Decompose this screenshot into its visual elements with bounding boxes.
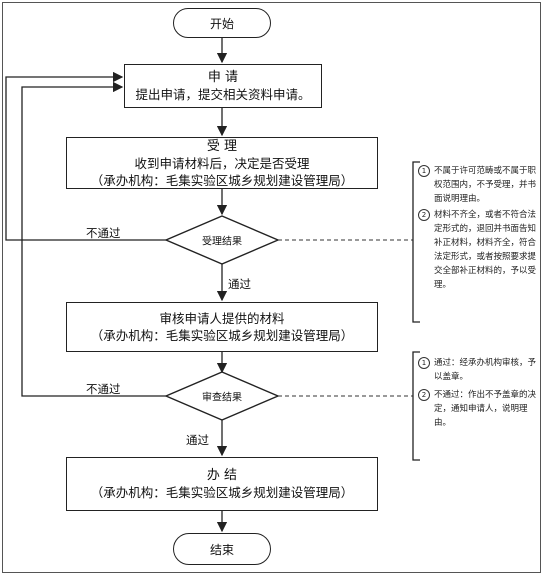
apply-text: 提出申请，提交相关资料申请。 (135, 87, 311, 102)
note2-num-2: 2 (418, 389, 430, 401)
start-label: 开始 (209, 16, 234, 31)
review-line2: （承办机构：毛集实验区城乡规划建设管理局） (90, 328, 354, 343)
accept-line1: 收到申请材料后，决定是否受理 (134, 155, 310, 171)
handle-title: 办 结 (206, 468, 238, 483)
note2-item-2: 2 不通过：作出不予盖章的决定，通知申请人，说明理由。 (418, 388, 536, 430)
handle-box: 办 结 （承办机构：毛集实验区城乡规划建设管理局） (66, 457, 378, 511)
note2-item-1: 1 通过：经承办机构审核，予以盖章。 (418, 356, 536, 384)
accept-line2: （承办机构：毛集实验区城乡规划建设管理局） (90, 172, 354, 188)
decision1-label: 受理结果 (202, 236, 242, 248)
note-review: 1 通过：经承办机构审核，予以盖章。 2 不通过：作出不予盖章的决定，通知申请人… (418, 356, 536, 430)
decision2-diamond (164, 371, 280, 421)
note2-num-1: 1 (418, 357, 430, 369)
edge-label-fail2: 不通过 (86, 382, 121, 396)
note1-item-2: 2 材料不齐全，或者不符合法定形式的，退回并书面告知补正材料，材料齐全，符合法定… (418, 208, 536, 292)
edge-label-pass1: 通过 (228, 277, 251, 291)
handle-line1: （承办机构：毛集实验区城乡规划建设管理局） (90, 485, 354, 500)
end-label: 结束 (209, 542, 234, 557)
review-box: 审核申请人提供的材料 （承办机构：毛集实验区城乡规划建设管理局） (66, 302, 378, 352)
end-terminal: 结束 (173, 533, 271, 565)
edge-decision1-fail (5, 71, 166, 241)
edge-label-pass2: 通过 (186, 433, 209, 447)
apply-title: 申 请 (207, 70, 239, 85)
edge-label-fail1: 不通过 (86, 226, 121, 240)
decision1-diamond (164, 215, 280, 265)
note1-text-1: 不属于许可范畴或不属于职权范围内，不予受理，并书面说明理由。 (434, 166, 537, 204)
note1-num-2: 2 (418, 209, 430, 221)
note1-item-1: 1 不属于许可范畴或不属于职权范围内，不予受理，并书面说明理由。 (418, 164, 536, 206)
edge-decision2-fail (21, 81, 166, 397)
note1-bracket (412, 161, 420, 323)
accept-box: 受 理 收到申请材料后，决定是否受理 （承办机构：毛集实验区城乡规划建设管理局） (66, 137, 378, 189)
accept-title: 受 理 (206, 138, 238, 154)
start-terminal: 开始 (173, 8, 271, 38)
outer-frame (2, 2, 541, 573)
note1-num-1: 1 (418, 165, 430, 177)
note1-text-2: 材料不齐全，或者不符合法定形式的，退回并书面告知补正材料，材料齐全，符合法定形式… (434, 210, 537, 290)
apply-box: 申 请 提出申请，提交相关资料申请。 (124, 64, 322, 108)
review-line1: 审核申请人提供的材料 (159, 311, 285, 326)
note2-bracket (412, 351, 420, 461)
note2-text-2: 不通过：作出不予盖章的决定，通知申请人，说明理由。 (434, 390, 537, 428)
decision2-label: 审查结果 (202, 392, 242, 404)
note-acceptance: 1 不属于许可范畴或不属于职权范围内，不予受理，并书面说明理由。 2 材料不齐全… (418, 164, 536, 292)
note2-text-1: 通过：经承办机构审核，予以盖章。 (434, 358, 537, 382)
